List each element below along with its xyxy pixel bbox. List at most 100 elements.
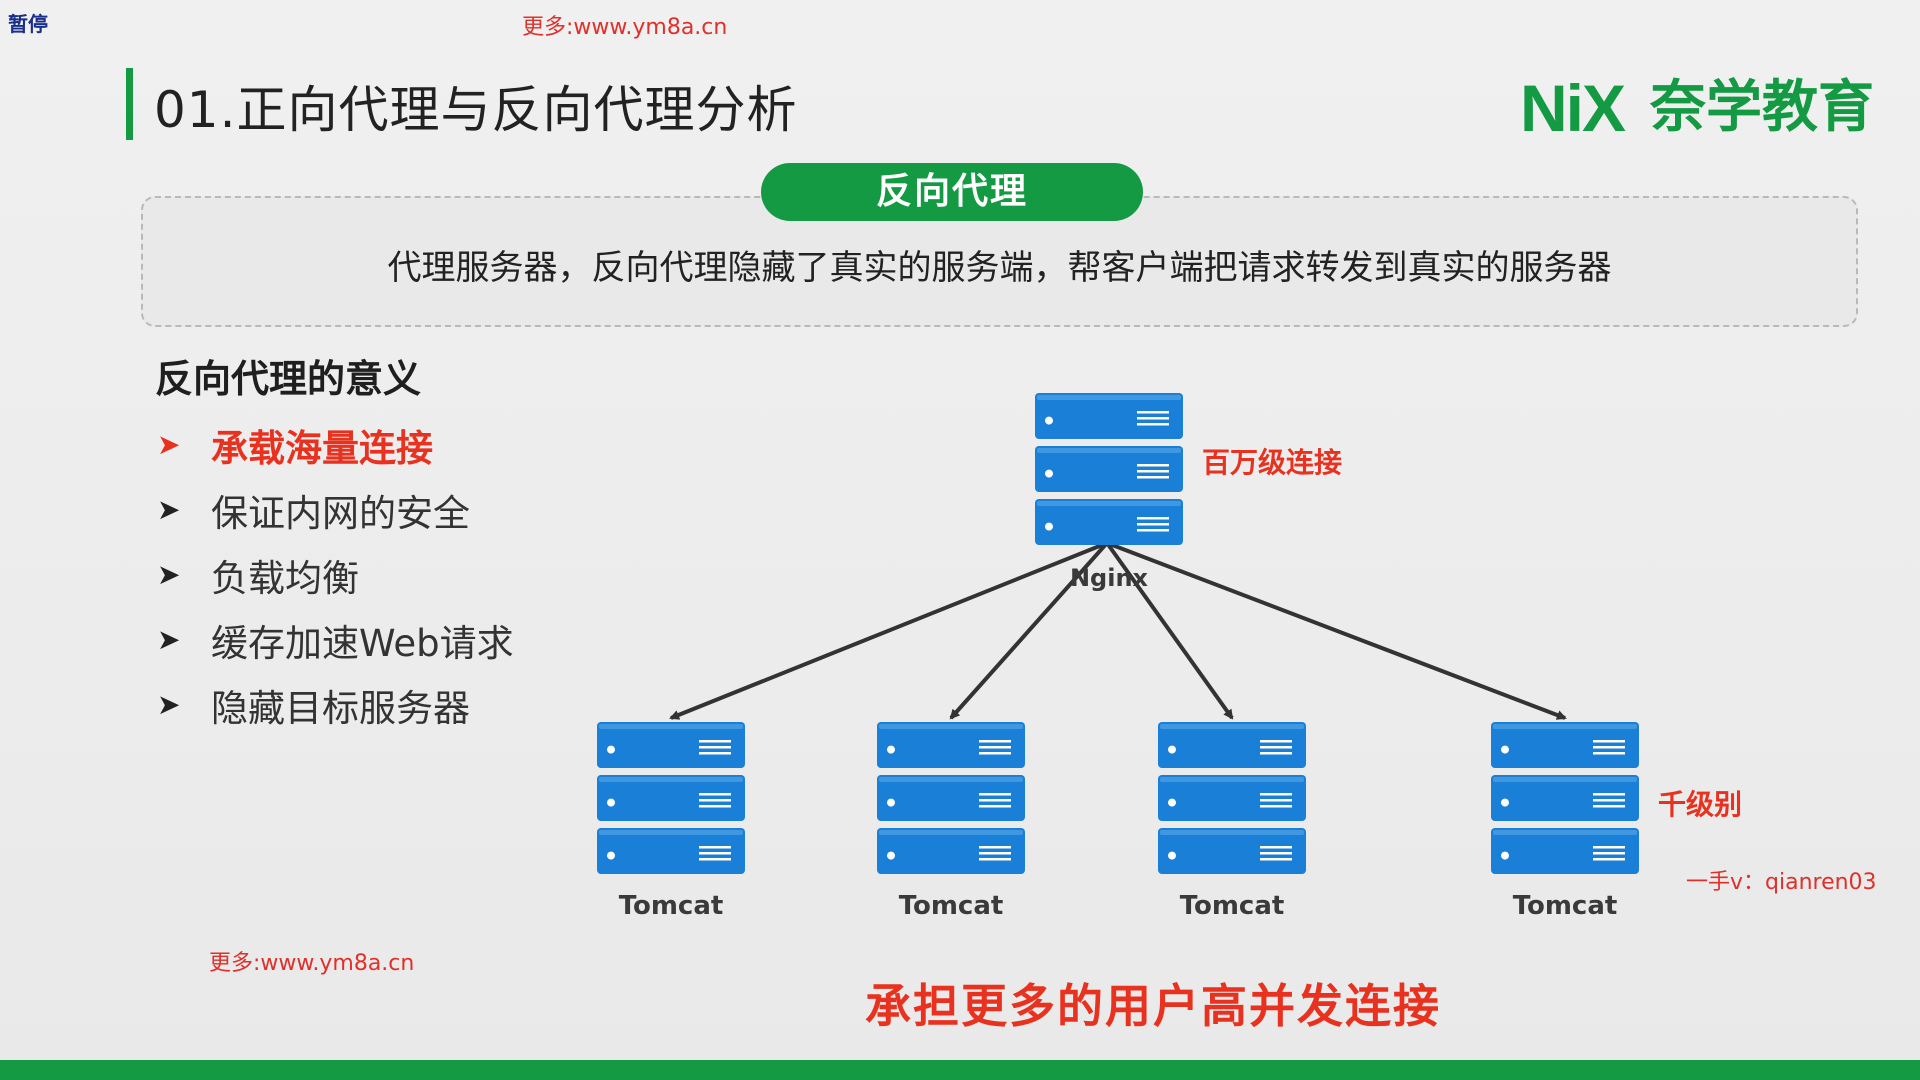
server-led: [1501, 851, 1509, 860]
server-led: [1501, 798, 1509, 807]
meaning-item: ➤ 缓存加速Web请求: [157, 607, 514, 672]
server-vent-line: [1260, 752, 1292, 755]
server-highlight: [599, 777, 743, 782]
server-vent-line: [699, 858, 731, 861]
definition-pill: 反向代理: [761, 163, 1143, 221]
server-vent-line: [1260, 852, 1292, 855]
meaning-item-label: 负载均衡: [211, 556, 359, 600]
meaning-item: ➤ 隐藏目标服务器: [157, 672, 514, 737]
server-unit: [597, 828, 745, 874]
server-highlight: [599, 724, 743, 729]
server-vent-line: [1137, 523, 1169, 526]
server-vent-line: [1593, 846, 1625, 849]
server-highlight: [1493, 724, 1637, 729]
server-led: [887, 851, 895, 860]
server-vent-line: [1137, 476, 1169, 479]
server-unit: [877, 722, 1025, 768]
server-highlight: [1493, 777, 1637, 782]
server-unit: [877, 828, 1025, 874]
bullet-arrow-icon: ➤: [157, 623, 181, 656]
watermark-top: 更多:www.ym8a.cn: [522, 15, 728, 40]
server-unit: [1158, 828, 1306, 874]
bullet-arrow-icon: ➤: [157, 688, 181, 721]
server-vent-line: [699, 752, 731, 755]
meaning-item-label: 缓存加速Web请求: [211, 621, 514, 665]
bullet-arrow-icon: ➤: [157, 493, 181, 526]
server-vent-line: [1137, 529, 1169, 532]
request-arrow: [669, 541, 1108, 720]
tomcat-label: Tomcat: [1180, 891, 1285, 921]
server-highlight: [1160, 830, 1304, 835]
tomcat-server-icon: [1158, 722, 1306, 874]
logo-mark: NiX: [1520, 71, 1626, 145]
server-led: [607, 798, 615, 807]
contact-note: 一手v：qianren03: [1686, 870, 1877, 895]
bottom-caption: 承担更多的用户高并发连接: [865, 979, 1441, 1033]
pause-label[interactable]: 暂停: [8, 12, 48, 36]
server-vent-line: [699, 746, 731, 749]
logo: NiX 奈学教育: [1520, 72, 1874, 144]
server-vent-line: [979, 846, 1011, 849]
server-vent-line: [979, 805, 1011, 808]
server-vent-line: [1593, 805, 1625, 808]
server-unit: [597, 722, 745, 768]
request-arrow: [1106, 541, 1567, 720]
server-vent-line: [1137, 517, 1169, 520]
server-vent-line: [1593, 858, 1625, 861]
server-highlight: [1037, 448, 1181, 453]
server-vent-line: [1593, 799, 1625, 802]
tomcat-server-icon: [1491, 722, 1639, 874]
server-led: [1168, 851, 1176, 860]
meaning-heading: 反向代理的意义: [155, 357, 422, 401]
server-led: [607, 851, 615, 860]
server-vent-line: [1593, 752, 1625, 755]
server-led: [887, 745, 895, 754]
server-vent-line: [1593, 740, 1625, 743]
meaning-item: ➤保证内网的安全: [157, 477, 514, 542]
proxy-capacity-label: 百万级连接: [1202, 446, 1342, 479]
server-vent-line: [979, 858, 1011, 861]
server-vent-line: [1260, 740, 1292, 743]
server-unit: [1035, 446, 1183, 492]
meaning-item: ➤负载均衡: [157, 542, 514, 607]
diagram-arrows: [669, 541, 1567, 720]
server-highlight: [1037, 501, 1181, 506]
page-title: 01.正向代理与反向代理分析: [154, 81, 798, 139]
bullet-arrow-icon: ➤: [157, 428, 181, 461]
server-unit: [1491, 775, 1639, 821]
server-highlight: [599, 830, 743, 835]
server-vent-line: [1593, 852, 1625, 855]
server-vent-line: [1260, 805, 1292, 808]
server-highlight: [879, 777, 1023, 782]
nginx-server-icon: [1035, 393, 1183, 545]
server-vent-line: [979, 799, 1011, 802]
meaning-item-label: 隐藏目标服务器: [211, 686, 470, 730]
server-highlight: [879, 830, 1023, 835]
server-vent-line: [979, 752, 1011, 755]
server-vent-line: [1260, 846, 1292, 849]
server-vent-line: [1137, 417, 1169, 420]
server-highlight: [1160, 777, 1304, 782]
server-led: [1168, 798, 1176, 807]
server-led: [607, 745, 615, 754]
tomcat-server-icon: [597, 722, 745, 874]
server-unit: [877, 775, 1025, 821]
server-vent-line: [699, 799, 731, 802]
server-vent-line: [979, 746, 1011, 749]
server-unit: [1491, 722, 1639, 768]
server-led: [887, 798, 895, 807]
server-unit: [1035, 393, 1183, 439]
server-led: [1045, 416, 1053, 425]
server-unit: [1158, 722, 1306, 768]
server-vent-line: [1593, 793, 1625, 796]
meaning-item: ➤承载海量连接: [157, 412, 514, 477]
server-vent-line: [1137, 464, 1169, 467]
server-vent-line: [1260, 799, 1292, 802]
diagram-servers: [597, 393, 1639, 874]
server-vent-line: [1260, 858, 1292, 861]
server-led: [1045, 522, 1053, 531]
server-vent-line: [1593, 746, 1625, 749]
definition-text: 代理服务器，反向代理隐藏了真实的服务端，帮客户端把请求转发到真实的服务器: [387, 248, 1612, 288]
tomcat-label: Tomcat: [1513, 891, 1618, 921]
